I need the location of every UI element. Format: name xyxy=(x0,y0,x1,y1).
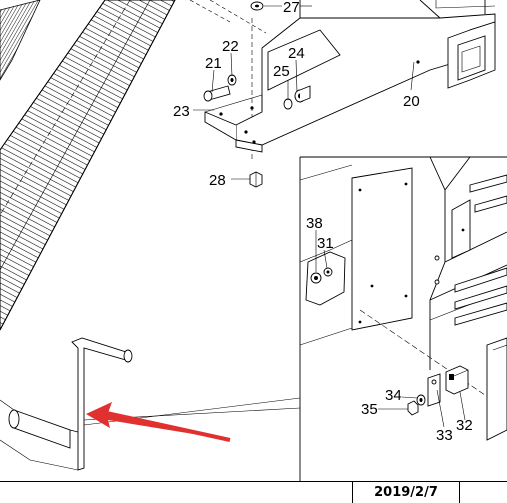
callout-32: 32 xyxy=(456,417,473,434)
plate-33 xyxy=(427,373,441,407)
bracket-plate-20 xyxy=(204,0,496,153)
red-arrow xyxy=(86,402,231,442)
callout-22: 22 xyxy=(222,38,239,55)
date-label: 2019/2/7 xyxy=(352,482,460,503)
callout-24: 24 xyxy=(288,45,305,62)
footer-bar: 2019/2/7 xyxy=(0,481,507,503)
callout-27: 27 xyxy=(283,0,300,16)
hatched-chute xyxy=(0,0,176,331)
callout-31: 31 xyxy=(317,235,334,252)
crank-handle xyxy=(0,337,301,471)
callout-20: 20 xyxy=(403,93,420,110)
callout-35: 35 xyxy=(361,401,378,418)
dashed-leaders xyxy=(0,0,267,216)
washer-27 xyxy=(250,1,264,11)
callout-23: 23 xyxy=(173,103,190,120)
callout-38: 38 xyxy=(306,215,323,232)
clamp-32 xyxy=(445,365,469,395)
callout-21: 21 xyxy=(205,55,222,72)
callout-33: 33 xyxy=(436,427,453,444)
callout-28: 28 xyxy=(209,172,226,189)
washer-22 xyxy=(227,74,237,86)
chain-links xyxy=(454,174,507,326)
bolt-21 xyxy=(203,85,231,102)
detail-inset xyxy=(299,156,507,481)
callout-leaders xyxy=(193,5,466,428)
callout-25: 25 xyxy=(273,63,290,80)
nut-28 xyxy=(249,171,263,188)
nut-35 xyxy=(407,400,419,416)
washer-34 xyxy=(416,394,426,406)
callout-labels: 27 22 24 21 25 20 23 28 38 31 34 35 32 3… xyxy=(173,0,473,444)
callout-34: 34 xyxy=(385,387,402,404)
